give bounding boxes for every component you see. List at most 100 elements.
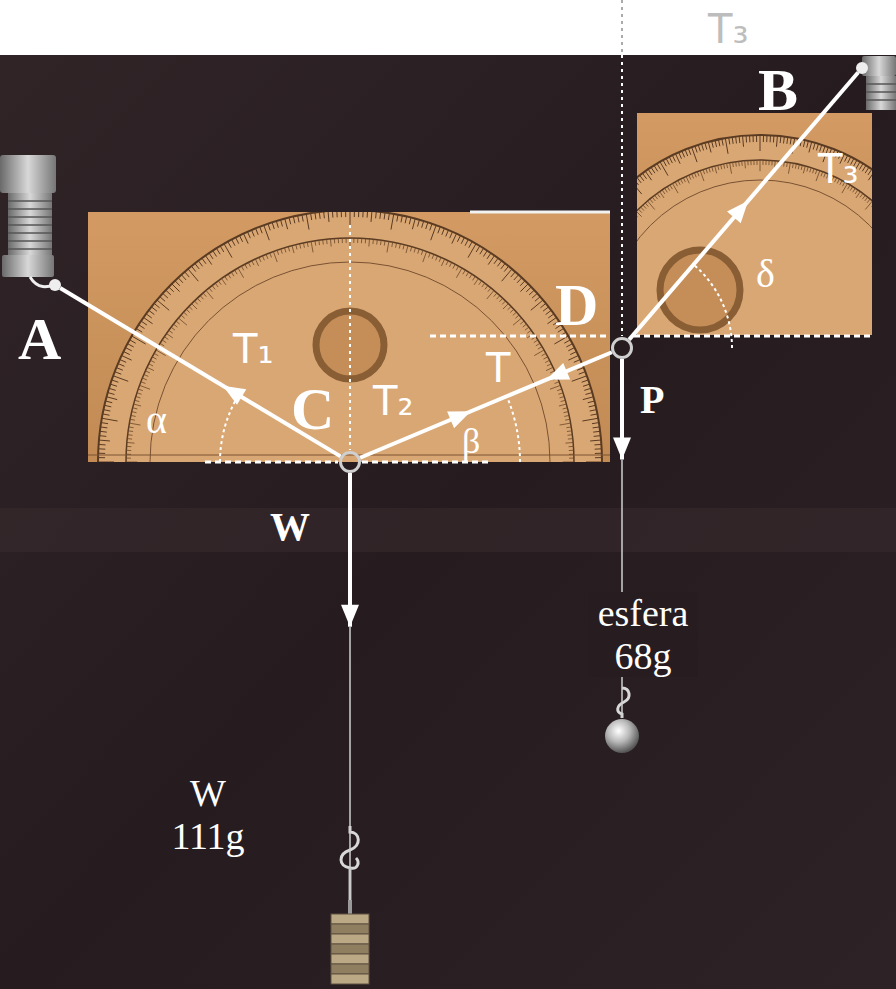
protractor-tick xyxy=(523,324,527,327)
protractor-tick xyxy=(372,239,374,244)
protractor-tick xyxy=(566,344,572,347)
protractor-tick xyxy=(856,192,860,198)
protractor-tick xyxy=(637,213,638,216)
protractor-tick xyxy=(110,384,117,386)
protractor-tick xyxy=(593,431,600,433)
sphere-shape xyxy=(604,718,640,754)
protractor-tick xyxy=(678,180,680,184)
protractor-tick xyxy=(590,440,601,442)
protractor-tick xyxy=(756,160,757,165)
protractor-tick xyxy=(583,384,590,386)
protractor-tick xyxy=(171,327,175,330)
protractor-tick xyxy=(99,435,106,437)
protractor-tick xyxy=(149,310,155,314)
protractor-tick xyxy=(469,242,472,248)
protractor-tick xyxy=(682,151,685,157)
protractor-tick xyxy=(167,334,173,338)
protractor-tick xyxy=(380,240,382,245)
protractor-tick xyxy=(422,221,424,228)
force-label: P xyxy=(640,376,664,423)
protractor-tick xyxy=(388,213,389,220)
protractor-tick xyxy=(141,382,146,384)
protractor-tick xyxy=(660,162,668,176)
protractor-tick xyxy=(151,307,157,311)
protractor-tick xyxy=(476,246,480,252)
protractor-tick xyxy=(756,135,757,142)
protractor-tick xyxy=(510,309,514,312)
arrowhead xyxy=(727,201,748,224)
protractor-tick xyxy=(375,212,377,218)
protractor-tick xyxy=(642,173,646,179)
protractor-tick xyxy=(164,337,168,340)
protractor-tick xyxy=(441,259,444,266)
protractor-tick xyxy=(735,162,737,167)
protractor-tick xyxy=(867,199,870,203)
protractor-tick xyxy=(534,340,538,343)
protractor-tick xyxy=(296,245,297,250)
label-holder: β xyxy=(462,420,480,462)
protractor-tick xyxy=(675,182,677,186)
protractor-tick xyxy=(268,224,270,231)
protractor-tick xyxy=(859,164,863,170)
protractor-tick xyxy=(396,243,397,248)
protractor-tick xyxy=(266,254,268,259)
protractor-tick xyxy=(244,234,249,244)
protractor-tick xyxy=(285,219,288,230)
protractor-tick xyxy=(186,309,190,312)
protractor-tick xyxy=(536,343,540,346)
protractor-tick xyxy=(798,164,799,169)
force-vector xyxy=(360,352,612,457)
protractor-tick xyxy=(166,290,171,295)
protractor-tick xyxy=(330,239,332,247)
protractor-tick xyxy=(342,238,343,243)
protractor-tick xyxy=(235,270,238,274)
protractor-tick xyxy=(311,241,313,252)
protractor-tick xyxy=(384,241,386,246)
protractor-tick xyxy=(667,187,670,191)
force-vector xyxy=(341,473,359,900)
protractor-tick xyxy=(517,278,522,283)
protractor-tick xyxy=(705,143,707,150)
protractor-tick xyxy=(792,163,794,168)
protractor-tick xyxy=(637,180,639,185)
protractor-tick xyxy=(683,178,685,182)
angle-label: β xyxy=(462,420,480,462)
protractor-tick xyxy=(721,164,722,169)
protractor-tick xyxy=(128,434,133,436)
protractor-tick xyxy=(669,157,672,163)
protractor-tick xyxy=(116,368,122,371)
protractor-tick xyxy=(638,209,641,213)
protractor-tick xyxy=(120,360,126,363)
protractor-tick xyxy=(561,400,566,401)
protractor-tick xyxy=(160,343,164,346)
protractor-tick xyxy=(589,405,596,407)
node-label: C xyxy=(291,375,334,444)
protractor-tick xyxy=(195,263,199,269)
protractor-tick xyxy=(228,274,231,278)
protractor-tick xyxy=(513,312,517,315)
protractor-tick xyxy=(421,250,423,255)
arrowhead xyxy=(341,605,359,627)
protractor-tick xyxy=(697,172,699,177)
protractor-tick xyxy=(101,423,108,424)
protractor-tick xyxy=(456,266,458,270)
protractor-tick xyxy=(747,160,748,165)
protractor-tick xyxy=(558,393,563,395)
protractor-arc xyxy=(637,135,872,335)
protractor-arc xyxy=(98,212,602,462)
protractor-tick xyxy=(173,324,177,327)
protractor-tick xyxy=(673,183,679,193)
protractor-tick xyxy=(109,388,116,390)
mass-disc xyxy=(331,954,369,964)
protractor-tick xyxy=(457,236,460,242)
protractor-tick xyxy=(431,225,436,240)
protractor-tick xyxy=(648,169,652,175)
faded-label: T₃ xyxy=(708,6,748,52)
anchor-point: B xyxy=(856,62,868,74)
protractor-tick xyxy=(810,168,811,173)
reference-line xyxy=(634,335,872,338)
protractor-tick xyxy=(595,457,602,458)
protractor-tick xyxy=(466,272,469,276)
protractor-tick xyxy=(125,348,131,351)
protractor xyxy=(637,113,872,335)
